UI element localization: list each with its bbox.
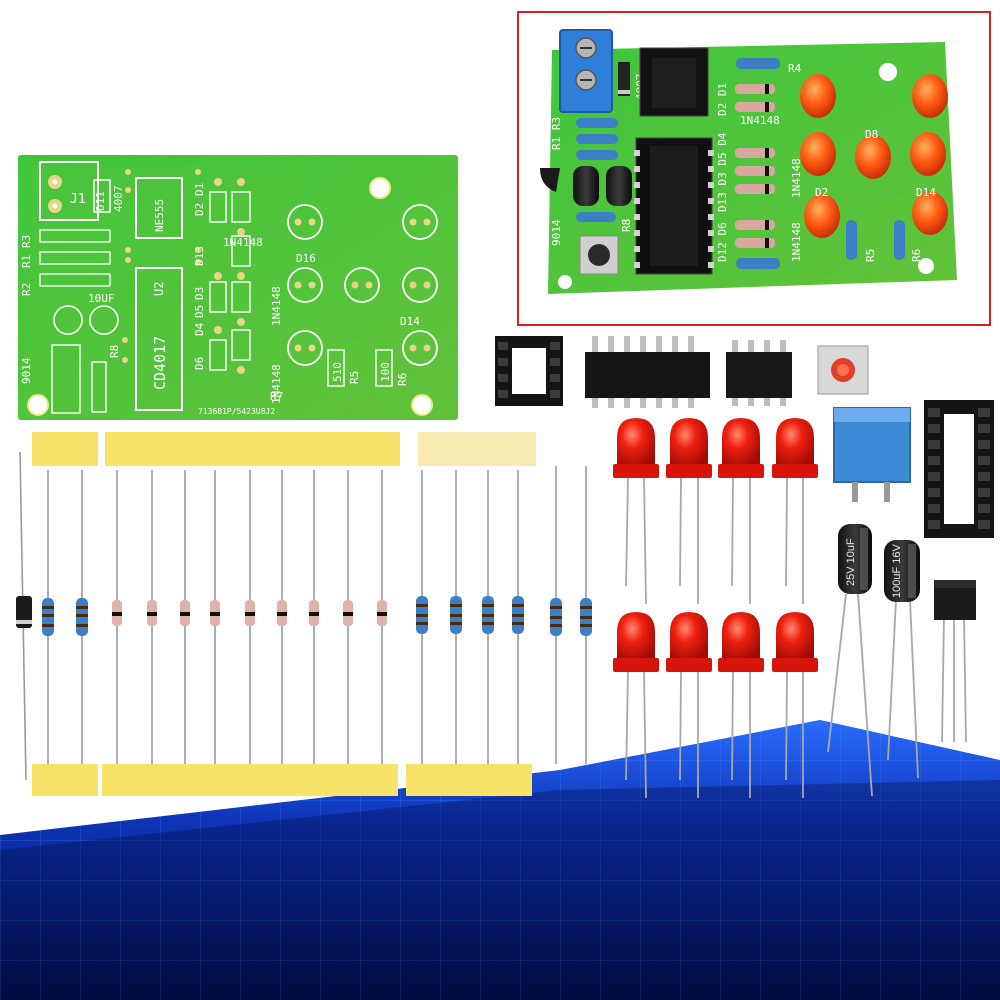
tactile-push-button <box>817 345 869 395</box>
res-r6: R6 <box>396 373 409 386</box>
ref-d4: D4 <box>193 322 206 336</box>
ic-chip-dip16 <box>585 336 710 408</box>
dip16-socket <box>924 400 994 538</box>
resistors-right <box>416 596 592 636</box>
electrolytic-capacitor-1: 25V 10uF <box>838 524 872 594</box>
res-100: 100 <box>379 362 392 382</box>
ref-d5: D5 <box>193 305 206 318</box>
ic-chip-dip8 <box>726 340 792 406</box>
ref-d6: D6 <box>193 357 206 370</box>
dip8-socket <box>495 336 563 406</box>
asm-part-1n4148-c: 1N4148 <box>790 222 803 262</box>
res-r5: R5 <box>348 371 361 384</box>
asm-ref-d13-d3: D13 D3 D5 D4 <box>716 132 729 212</box>
ic1-label: NE555 <box>153 199 166 232</box>
ref-9014: 9014 <box>20 357 33 384</box>
part-1n4148-a: 1N4148 <box>223 236 263 249</box>
signal-diodes <box>112 600 387 626</box>
transistor <box>934 580 976 620</box>
asm-res-r1-r3: R1 R3 <box>550 117 563 150</box>
cap1-label: 25V 10uF <box>845 538 857 586</box>
connector-ref: J1 <box>70 192 86 207</box>
resistors-left <box>42 598 88 636</box>
led-legs <box>625 477 804 799</box>
footer-code: 7136B1P/5423U8J2 <box>198 407 275 416</box>
res-r7: R7 <box>270 390 283 403</box>
ref-d16: D16 <box>296 252 316 265</box>
electrolytic-capacitor-2: 100uF 16V <box>884 540 920 602</box>
tape-strips <box>32 432 536 796</box>
bare-pcb: J1 D11 4007 NE555 U2 CD4017 <box>18 155 458 420</box>
asm-ref-d2-d1: D2 D1 <box>716 83 729 116</box>
asm-part-1n4148-b: 1N4148 <box>790 158 803 198</box>
rectifier-diode <box>16 596 32 628</box>
res-r3: R3 <box>20 235 33 248</box>
diode-part-4007: 4007 <box>112 186 125 213</box>
asm-ref-9014: 9014 <box>550 219 563 246</box>
component-leads <box>19 451 587 781</box>
ref-d2: D2 <box>193 203 206 216</box>
part-1n4148-c: 1N4148 <box>270 364 283 404</box>
capacitor-legs <box>827 593 967 797</box>
part-1n4148-b: 1N4148 <box>270 286 283 326</box>
cap2-label: 100uF 16V <box>891 544 903 598</box>
ic2-label: CD4017 <box>151 336 169 390</box>
blue-grid-floor <box>0 720 1000 1000</box>
assembled-pcb: 4007 <box>540 29 957 294</box>
asm-ref-d14: D14 <box>916 186 936 199</box>
ref-d3: D3 <box>193 287 206 300</box>
asm-ref-d12-d6: D12 D6 <box>716 222 729 262</box>
res-r2: R2 <box>20 283 33 296</box>
blue-screw-terminal <box>833 407 911 502</box>
cap-value: 10UF <box>88 292 115 305</box>
res-r1: R1 <box>20 255 33 268</box>
ref-d13: D13 <box>193 246 206 266</box>
asm-ref-d2: D2 <box>815 186 828 199</box>
diode-ref-d11: D11 <box>94 191 107 211</box>
res-510: 510 <box>331 362 344 382</box>
asm-res-r6: R6 <box>910 249 923 262</box>
asm-res-r5: R5 <box>864 249 877 262</box>
ref-d1: D1 <box>193 183 206 196</box>
red-leds <box>613 418 818 672</box>
asm-part-1n4148: 1N4148 <box>740 114 780 127</box>
res-r8: R8 <box>108 345 121 358</box>
ref-d14: D14 <box>400 315 420 328</box>
asm-res-r4: R4 <box>788 62 802 75</box>
asm-ref-d8: D8 <box>865 128 878 141</box>
ic2-ref: U2 <box>152 282 166 296</box>
asm-res-r8: R8 <box>620 219 633 232</box>
